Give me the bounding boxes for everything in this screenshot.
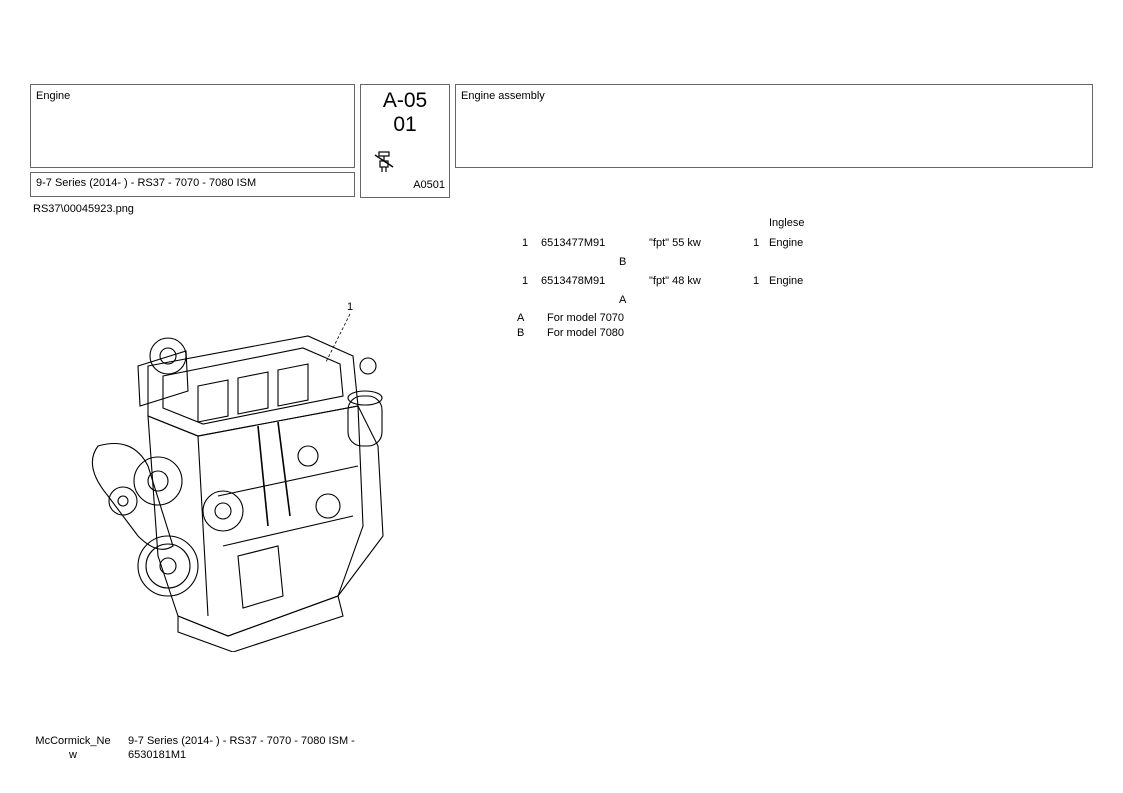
note-text: For model 7080 <box>547 327 625 339</box>
part-ref: 1 <box>522 275 529 287</box>
part-note: A <box>619 294 627 306</box>
part-name: Engine <box>769 275 804 287</box>
section-code-line1: A-05 <box>382 89 428 112</box>
part-quantity: 1 <box>753 275 760 287</box>
note-text: For model 7070 <box>547 312 625 324</box>
callout-leader <box>325 313 351 363</box>
part-number: 6513478M91 <box>541 275 606 287</box>
footer-series: 9-7 Series (2014- ) - RS37 - 7070 - 7080… <box>128 735 355 761</box>
footer-brand: McCormick_New <box>35 735 111 761</box>
engine-outline <box>91 335 384 652</box>
group-title: Engine <box>36 90 71 102</box>
image-filename: RS37\00045923.png <box>33 203 134 215</box>
section-code: A-05 01 <box>361 89 449 137</box>
part-ref: 1 <box>522 237 529 249</box>
description-box: Engine assembly <box>455 84 1093 168</box>
part-name: Engine <box>769 237 804 249</box>
part-description: "fpt" 48 kw <box>649 275 701 287</box>
note-letter: A <box>517 312 525 324</box>
section-ref: A0501 <box>413 179 445 191</box>
language-header: Inglese <box>769 217 805 229</box>
part-description: "fpt" 55 kw <box>649 237 701 249</box>
part-quantity: 1 <box>753 237 760 249</box>
note-letter: B <box>517 327 525 339</box>
series-box: 9-7 Series (2014- ) - RS37 - 7070 - 7080… <box>30 172 355 197</box>
engine-oil-icon <box>374 151 394 172</box>
section-code-line2: 01 <box>393 113 417 136</box>
callout-number: 1 <box>347 301 353 313</box>
series-title: 9-7 Series (2014- ) - RS37 - 7070 - 7080… <box>36 177 257 189</box>
section-code-box: A-05 01 A0501 <box>360 84 450 198</box>
engine-drawing: 1 <box>91 301 384 652</box>
group-title-box: Engine <box>30 84 355 168</box>
description-title: Engine assembly <box>461 90 545 102</box>
part-number: 6513477M91 <box>541 237 606 249</box>
part-note: B <box>619 256 627 268</box>
